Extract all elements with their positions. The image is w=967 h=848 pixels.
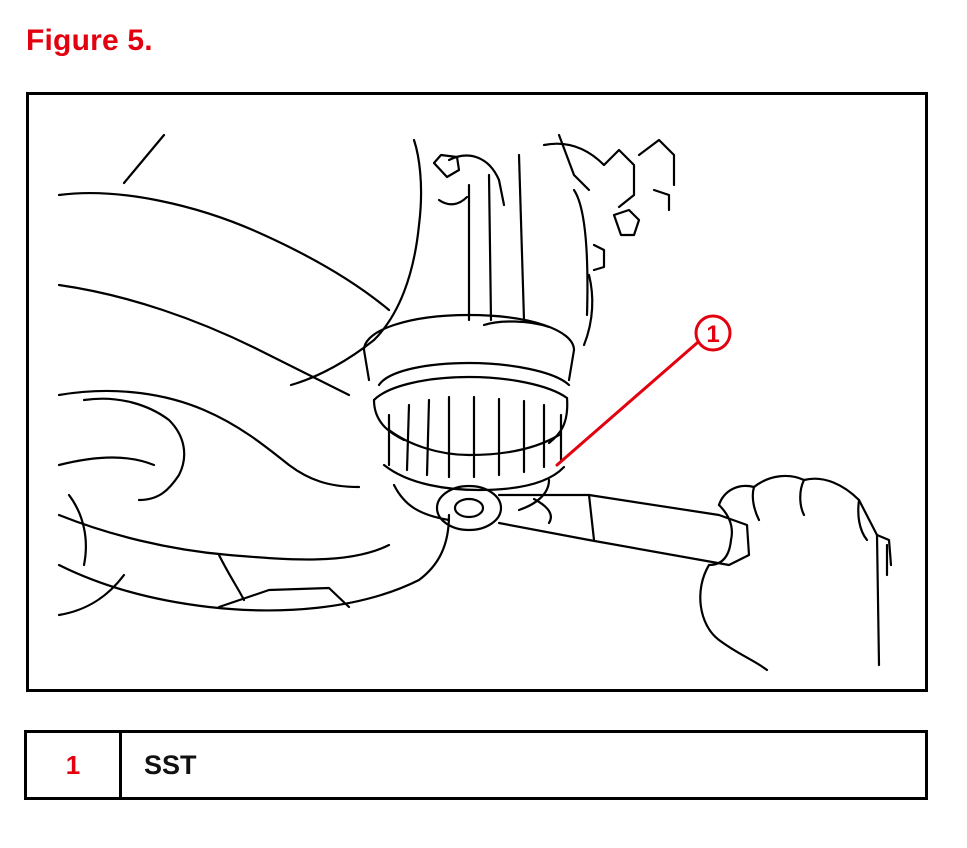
legend-number-cell: 1 [27,733,122,797]
engine-block-linework [289,133,676,387]
legend-table: 1 SST [24,730,928,800]
callout-leader-line [555,341,699,467]
legend-description-cell: SST [144,749,197,780]
oil-filter-and-cup-wrench [362,313,576,522]
figure-title: Figure 5. [26,24,153,57]
oil-filter-removal-illustration: 1 [57,133,893,672]
callout-circle [694,314,732,352]
callout-number: 1 [706,321,719,348]
wrench-handle [435,484,751,567]
illustration-frame: 1 [26,92,928,692]
suspension-arm-linework [57,133,451,617]
hand-linework [699,474,893,672]
